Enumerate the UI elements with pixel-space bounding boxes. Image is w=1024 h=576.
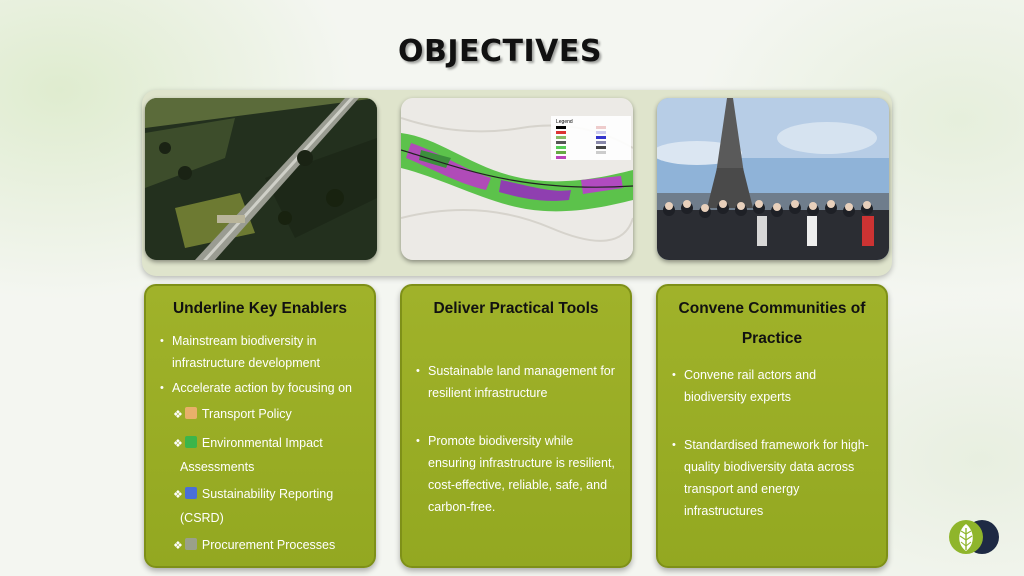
leaf-logo-icon xyxy=(948,519,1002,555)
gear-icon xyxy=(184,538,197,550)
card-key-enablers: Underline Key Enablers Mainstream biodiv… xyxy=(144,284,376,568)
card-heading: Deliver Practical Tools xyxy=(433,300,599,317)
card-practical-tools: Deliver Practical Tools Sustainable land… xyxy=(400,284,632,568)
document-icon xyxy=(184,407,197,419)
diamond-bullet-icon: ❖ xyxy=(173,438,183,450)
diamond-bullet-icon: ❖ xyxy=(173,409,183,421)
bar-chart-icon xyxy=(184,487,197,499)
card-communities: Convene Communities of Practice Convene … xyxy=(656,284,888,568)
page-title: OBJECTIVES xyxy=(398,34,602,69)
eiffel-tower-group-photo xyxy=(657,98,889,260)
map-legend-title: Legend xyxy=(556,119,573,125)
checkbox-icon xyxy=(184,436,197,448)
subitem-label: Procurement Processes xyxy=(201,538,336,552)
bullet-item: Standardised framework for high-quality … xyxy=(658,434,886,522)
diamond-bullet-icon: ❖ xyxy=(173,489,183,501)
diamond-bullet-icon: ❖ xyxy=(173,540,183,552)
subitem-procurement: ❖ Procurement Processes xyxy=(146,534,374,558)
subitem-label: Sustainability Reporting (CSRD) xyxy=(180,487,334,525)
bullet-item: Promote biodiversity while ensuring infr… xyxy=(402,430,630,518)
bullet-item: Convene rail actors and biodiversity exp… xyxy=(658,364,886,408)
card-heading: Convene Communities of Practice xyxy=(678,300,866,347)
aerial-road-forest-photo xyxy=(145,98,377,260)
subitem-sustainability-reporting: ❖Sustainability Reporting (CSRD) xyxy=(146,483,374,530)
subitem-label: Transport Policy xyxy=(201,407,292,421)
land-cover-map-photo: Legend xyxy=(401,98,633,260)
bullet-item: Mainstream biodiversity in infrastructur… xyxy=(146,330,374,374)
bullet-item: Accelerate action by focusing on xyxy=(146,377,374,399)
subitem-eia: ❖Environmental Impact Assessments xyxy=(146,432,374,479)
subitem-label: Environmental Impact Assessments xyxy=(180,436,323,474)
subitem-transport-policy: ❖ Transport Policy xyxy=(146,403,374,427)
photo-strip: Legend xyxy=(142,90,892,276)
bullet-item: Sustainable land management for resilien… xyxy=(402,360,630,404)
card-heading: Underline Key Enablers xyxy=(172,300,347,317)
